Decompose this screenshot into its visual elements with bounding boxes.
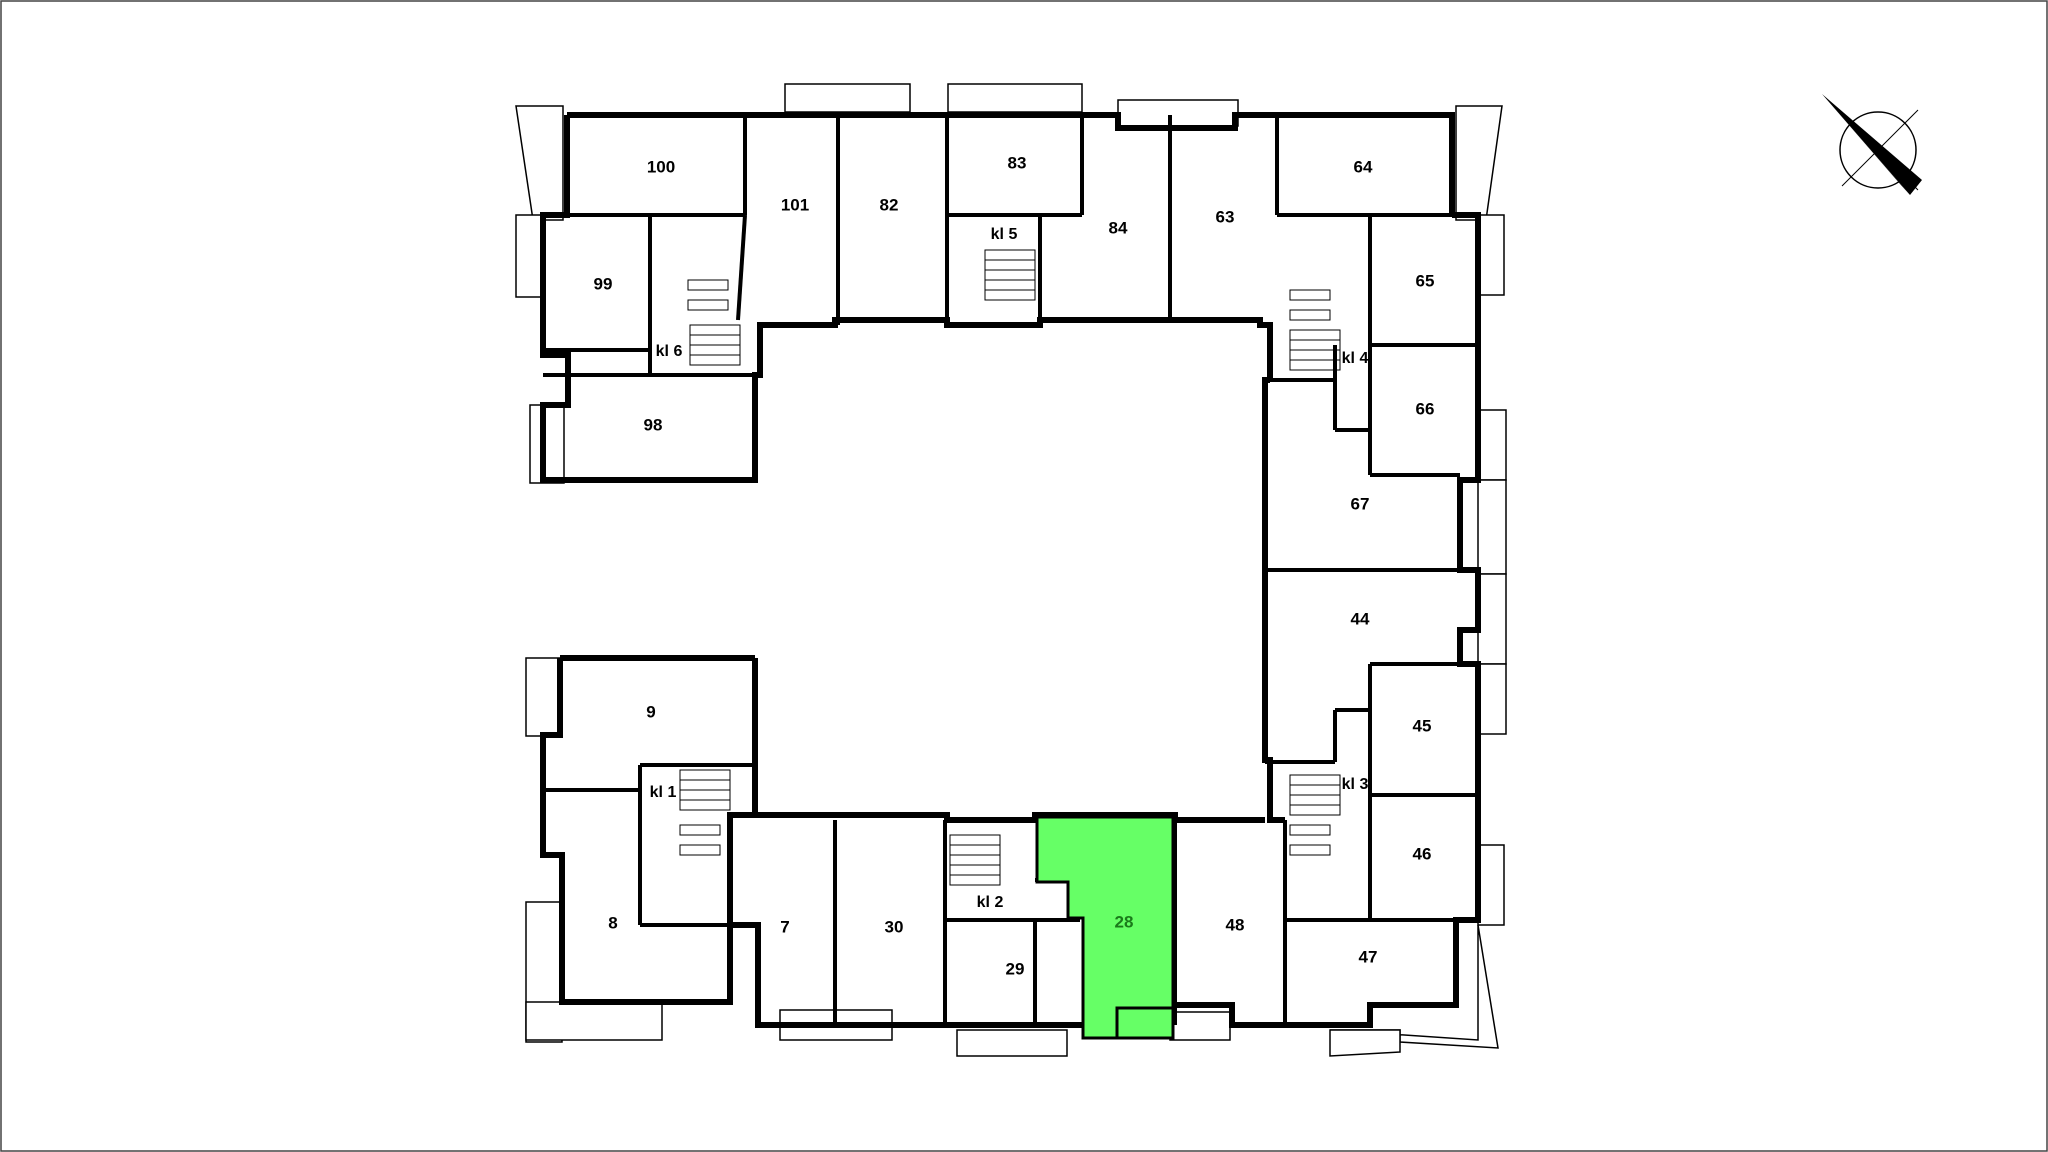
unit-8-label[interactable]: 8 bbox=[608, 913, 617, 932]
north-arrow-icon bbox=[1822, 94, 1922, 195]
walls bbox=[540, 112, 1481, 1028]
staircase-kl6-label: kl 6 bbox=[656, 343, 683, 360]
unit-44-label[interactable]: 44 bbox=[1351, 609, 1370, 628]
unit-84-label[interactable]: 84 bbox=[1109, 218, 1128, 237]
unit-99-label[interactable]: 99 bbox=[594, 274, 613, 293]
unit-66-label[interactable]: 66 bbox=[1416, 399, 1435, 418]
unit-labels: 100 101 82 83 84 63 64 99 98 65 66 67 44… bbox=[594, 153, 1435, 978]
unit-7-label[interactable]: 7 bbox=[780, 917, 789, 936]
staircase-kl3-label: kl 3 bbox=[1342, 776, 1369, 793]
unit-101-label[interactable]: 101 bbox=[781, 195, 809, 214]
unit-28-label[interactable]: 28 bbox=[1115, 912, 1134, 931]
unit-30-label[interactable]: 30 bbox=[885, 917, 904, 936]
unit-65-label[interactable]: 65 bbox=[1416, 271, 1435, 290]
unit-83-label[interactable]: 83 bbox=[1008, 153, 1027, 172]
staircase-kl4-label: kl 4 bbox=[1342, 350, 1369, 367]
unit-82-label[interactable]: 82 bbox=[880, 195, 899, 214]
unit-100-label[interactable]: 100 bbox=[647, 157, 675, 176]
staircase-kl5-label: kl 5 bbox=[991, 226, 1018, 243]
unit-63-label[interactable]: 63 bbox=[1216, 207, 1235, 226]
unit-48-label[interactable]: 48 bbox=[1226, 915, 1245, 934]
staircase-labels: kl 1 kl 2 kl 3 kl 4 kl 5 kl 6 bbox=[650, 226, 1369, 911]
unit-67-label[interactable]: 67 bbox=[1351, 494, 1370, 513]
unit-46-label[interactable]: 46 bbox=[1413, 844, 1432, 863]
stair-icons bbox=[679, 249, 1341, 886]
unit-98-label[interactable]: 98 bbox=[644, 415, 663, 434]
unit-47-label[interactable]: 47 bbox=[1359, 947, 1378, 966]
unit-9-label[interactable]: 9 bbox=[646, 702, 655, 721]
unit-64-label[interactable]: 64 bbox=[1354, 157, 1373, 176]
unit-45-label[interactable]: 45 bbox=[1413, 716, 1432, 735]
staircase-kl2-label: kl 2 bbox=[977, 894, 1004, 911]
unit-28-balcony bbox=[1115, 1006, 1175, 1040]
unit-28-highlight[interactable] bbox=[1035, 815, 1175, 1040]
unit-29-label[interactable]: 29 bbox=[1006, 959, 1025, 978]
balconies bbox=[515, 83, 1507, 1057]
staircase-kl1-label: kl 1 bbox=[650, 784, 677, 801]
